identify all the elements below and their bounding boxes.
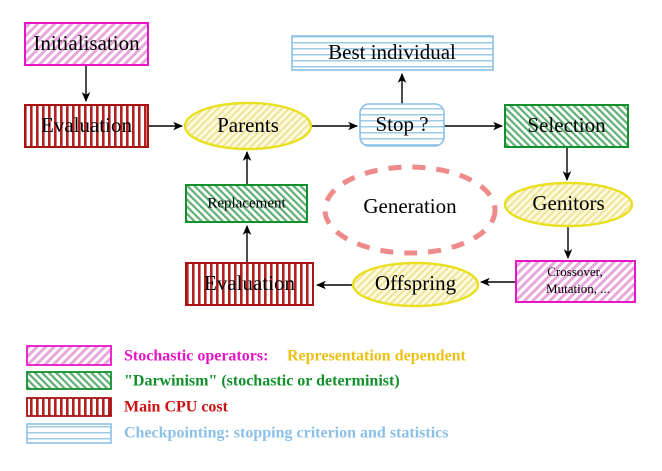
- node-label-stop: Stop ?: [375, 112, 428, 136]
- legend-label-main-cpu-cost: Main CPU cost: [124, 399, 229, 416]
- node-stop[interactable]: Stop ?: [359, 103, 445, 147]
- node-parents[interactable]: Parents: [183, 101, 313, 151]
- node-label-selection: Selection: [527, 113, 606, 137]
- node-label-evaluation-bottom: Evaluation: [204, 271, 295, 295]
- legend-swatch-red: [26, 397, 112, 417]
- node-label-initialisation: Initialisation: [33, 31, 140, 55]
- legend-label-representation-dependent: Representation dependent: [287, 348, 466, 365]
- node-label-evaluation-top: Evaluation: [41, 113, 132, 137]
- node-generation: Generation: [322, 164, 498, 256]
- legend-item-checkpointing: Checkpointing: stopping criterion and st…: [26, 423, 448, 444]
- legend-item-darwinism: "Darwinism" (stochastic or determinist): [26, 371, 400, 390]
- legend-item-stochastic-operators: Stochastic operators: Representation dep…: [26, 345, 466, 366]
- node-label-genitors: Genitors: [532, 191, 604, 215]
- node-evaluation-top[interactable]: Evaluation: [24, 104, 149, 148]
- edges-layer: [81, 65, 573, 290]
- legend-swatch-magenta: [26, 345, 112, 366]
- node-label-replacement: Replacement: [207, 195, 286, 211]
- node-offspring[interactable]: Offspring: [351, 261, 480, 308]
- node-label-generation: Generation: [363, 194, 457, 218]
- node-label-mutation: Mutation, ...: [546, 281, 610, 296]
- node-label-best-individual: Best individual: [328, 40, 456, 64]
- node-best-individual[interactable]: Best individual: [291, 35, 494, 71]
- legend: Stochastic operators: Representation dep…: [26, 345, 466, 444]
- node-genitors[interactable]: Genitors: [503, 181, 634, 228]
- node-selection[interactable]: Selection: [504, 104, 629, 148]
- node-replacement[interactable]: Replacement: [185, 184, 308, 223]
- node-label-crossover: Crossover,: [547, 264, 602, 279]
- legend-item-main-cpu-cost: Main CPU cost: [26, 397, 229, 417]
- legend-label-checkpointing: Checkpointing: stopping criterion and st…: [124, 425, 448, 442]
- node-evaluation-bottom[interactable]: Evaluation: [185, 262, 314, 306]
- node-label-offspring: Offspring: [375, 271, 457, 295]
- legend-label-stochastic-operators: Stochastic operators:: [124, 348, 268, 365]
- node-label-parents: Parents: [217, 113, 279, 137]
- legend-label-darwinism: "Darwinism" (stochastic or determinist): [124, 373, 400, 390]
- node-initialisation[interactable]: Initialisation: [24, 22, 149, 66]
- node-crossover-mutation[interactable]: Crossover, Mutation, ...: [515, 260, 636, 303]
- legend-swatch-green: [26, 371, 112, 390]
- legend-swatch-blue: [26, 423, 112, 444]
